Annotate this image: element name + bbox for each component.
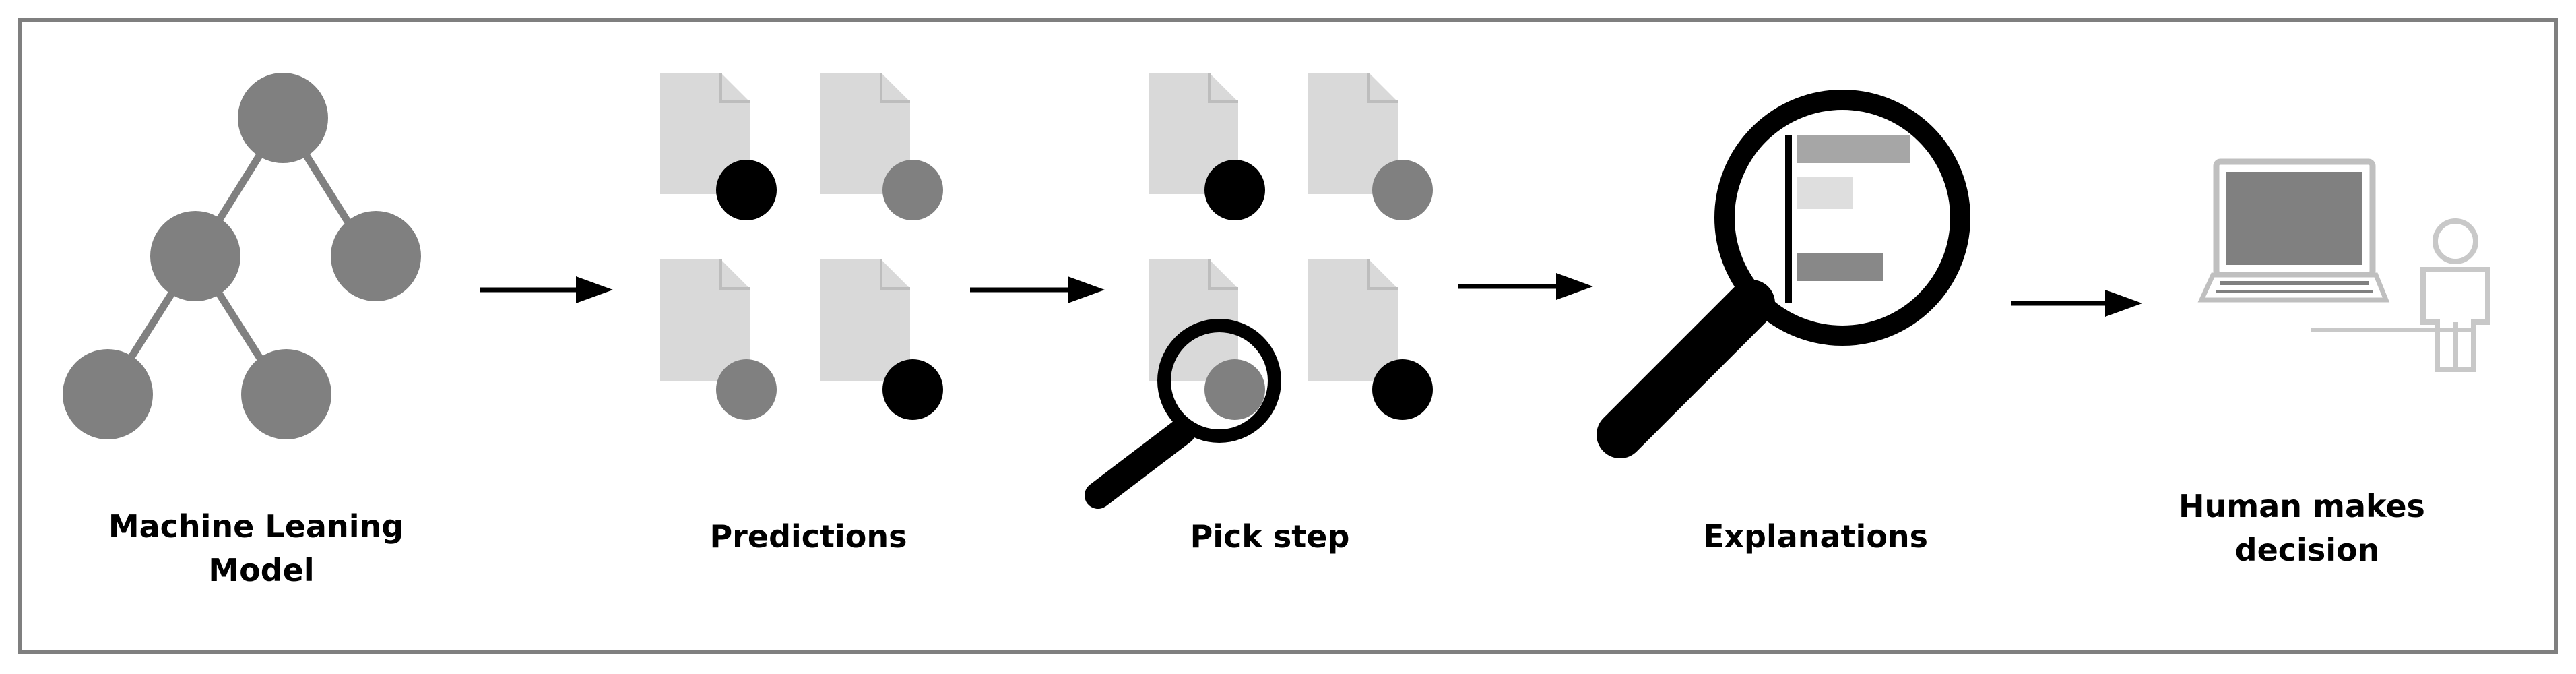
document-icon — [660, 259, 777, 420]
stage-label-predictions: Predictions — [709, 518, 907, 555]
arrow-right-icon — [970, 276, 1105, 303]
arrow-right-icon — [1458, 273, 1593, 300]
prediction-dot-gray — [1372, 160, 1433, 220]
diagram-frame — [18, 18, 2558, 654]
stage-label-line: Explanations — [1703, 518, 1928, 555]
stage-label-pick: Pick step — [1190, 518, 1350, 555]
prediction-dot-gray — [1204, 359, 1265, 420]
stage-label-line: Model — [208, 552, 314, 588]
bar-chart-icon — [1797, 135, 1910, 281]
document-icon — [660, 73, 777, 220]
prediction-dot-gray — [716, 359, 777, 420]
document-icon — [1149, 73, 1265, 220]
pick-step-grid — [1085, 73, 1433, 509]
stage-label-decision: Human makes decision — [2179, 488, 2436, 568]
document-icon — [1308, 259, 1433, 420]
stage-label-line: Pick step — [1190, 518, 1350, 555]
tree-node — [241, 349, 331, 439]
document-icon — [820, 259, 943, 420]
stage-label-model: Machine Leaning Model — [108, 508, 414, 588]
explanations-magnifier — [1597, 90, 1970, 458]
tree-node — [331, 211, 421, 301]
prediction-dot-dark — [716, 160, 777, 220]
arrow-right-icon — [480, 276, 613, 303]
stage-label-explanations: Explanations — [1703, 518, 1928, 555]
bar — [1797, 177, 1853, 209]
tree-node — [150, 211, 240, 301]
bar — [1797, 253, 1883, 281]
stage-label-line: Human makes — [2179, 488, 2425, 524]
magnifier-icon — [1085, 319, 1281, 509]
person-icon — [2420, 218, 2490, 372]
arrow-right-icon — [2011, 290, 2142, 317]
tree-node — [63, 349, 153, 439]
laptop-icon — [2197, 158, 2390, 303]
predictions-grid — [660, 73, 943, 420]
prediction-dot-dark — [882, 359, 943, 420]
tree-network-icon — [63, 73, 421, 439]
document-icon — [820, 73, 943, 220]
stage-label-line: Machine Leaning — [108, 508, 404, 545]
prediction-dot-dark — [1204, 160, 1265, 220]
bar — [1797, 135, 1910, 163]
document-icon — [1308, 73, 1433, 220]
tree-node — [238, 73, 328, 163]
prediction-dot-dark — [1372, 359, 1433, 420]
prediction-dot-gray — [882, 160, 943, 220]
stage-label-line: Predictions — [709, 518, 907, 555]
stage-label-line: decision — [2235, 532, 2380, 568]
